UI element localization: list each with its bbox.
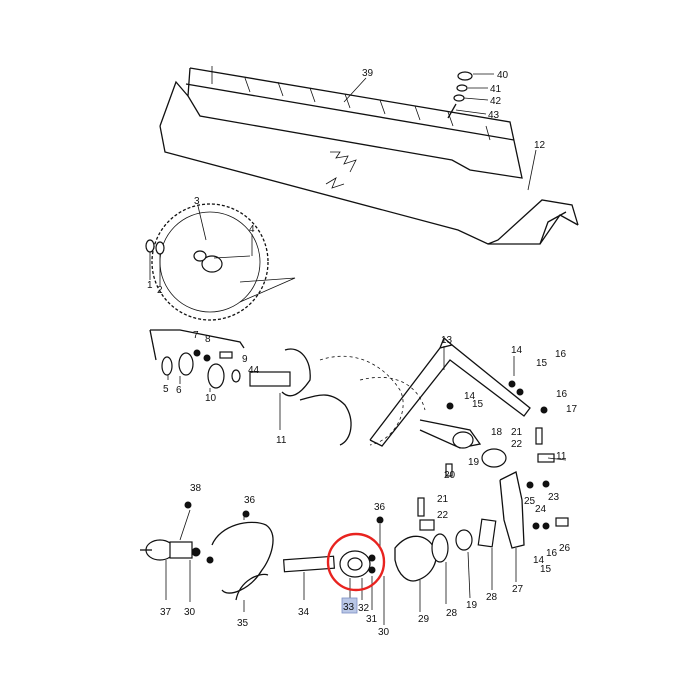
callout-17: 17 — [566, 404, 578, 415]
callout-35: 35 — [237, 618, 249, 629]
callout-39: 39 — [362, 68, 374, 79]
callout-38: 38 — [190, 483, 202, 494]
washer-1-2 — [145, 239, 165, 286]
saw-blade — [151, 203, 296, 321]
callout-3: 3 — [194, 196, 200, 207]
callout-33: 33 — [343, 602, 355, 613]
callout-14c: 14 — [533, 555, 545, 566]
callout-30b: 30 — [378, 627, 390, 638]
callout-34: 34 — [298, 607, 310, 618]
callout-32: 32 — [358, 603, 370, 614]
callout-19: 19 — [468, 457, 480, 468]
frame-bracket — [369, 336, 567, 477]
callout-31: 31 — [366, 614, 378, 625]
callout-21: 21 — [511, 427, 523, 438]
callout-16: 16 — [555, 349, 567, 360]
callout-36b: 36 — [374, 502, 386, 513]
callout-18: 18 — [491, 427, 503, 438]
callout-15b: 15 — [536, 358, 548, 369]
callout-26: 26 — [559, 543, 571, 554]
callout-14b: 14 — [511, 345, 523, 356]
highlight-marker — [326, 532, 386, 592]
leader-lines — [197, 77, 537, 376]
callout-22b: 22 — [437, 510, 449, 521]
callout-42: 42 — [490, 96, 502, 107]
callout-22: 22 — [511, 439, 523, 450]
callout-10: 10 — [205, 393, 217, 404]
callout-16c: 16 — [546, 548, 558, 559]
callout-37: 37 — [160, 607, 172, 618]
cover-plate — [159, 66, 579, 245]
wing-nut-assembly — [447, 71, 494, 119]
callout-2: 2 — [157, 285, 163, 296]
callout-24: 24 — [535, 504, 547, 515]
callout-25: 25 — [524, 496, 536, 507]
callout-28b: 28 — [486, 592, 498, 603]
callout-11: 11 — [276, 435, 287, 446]
callout-5: 5 — [163, 384, 169, 395]
callout-11b: 11 — [556, 451, 567, 462]
callout-36: 36 — [244, 495, 256, 506]
callout-1: 1 — [147, 280, 153, 291]
callout-4: 4 — [249, 224, 255, 235]
callout-40: 40 — [497, 70, 509, 81]
callout-41: 41 — [490, 84, 502, 95]
callout-21b: 21 — [437, 494, 449, 505]
callout-16b: 16 — [556, 389, 568, 400]
callout-15: 15 — [472, 399, 484, 410]
callout-19b: 19 — [466, 600, 478, 611]
callout-13: 13 — [441, 335, 453, 346]
callout-28: 28 — [446, 608, 458, 619]
callout-15c: 15 — [540, 564, 552, 575]
callout-14: 14 — [464, 391, 476, 402]
callout-27: 27 — [512, 584, 524, 595]
callout-44: 44 — [248, 365, 260, 376]
callout-7: 7 — [193, 330, 199, 341]
callout-12: 12 — [534, 140, 546, 151]
lower-assembly — [140, 471, 569, 625]
callout-labels: 39 40 41 42 43 12 3 4 1 2 7 8 9 44 5 6 1… — [147, 68, 578, 638]
bearing-assembly — [149, 329, 245, 392]
callout-9: 9 — [242, 354, 248, 365]
callout-20: 20 — [444, 470, 456, 481]
callout-43: 43 — [488, 110, 500, 121]
callout-30: 30 — [184, 607, 196, 618]
highlight-label-box — [341, 597, 358, 614]
upper-auger — [249, 348, 426, 446]
callout-6: 6 — [176, 385, 182, 396]
callout-23: 23 — [548, 492, 560, 503]
callout-29: 29 — [418, 614, 430, 625]
callout-8: 8 — [205, 334, 211, 345]
